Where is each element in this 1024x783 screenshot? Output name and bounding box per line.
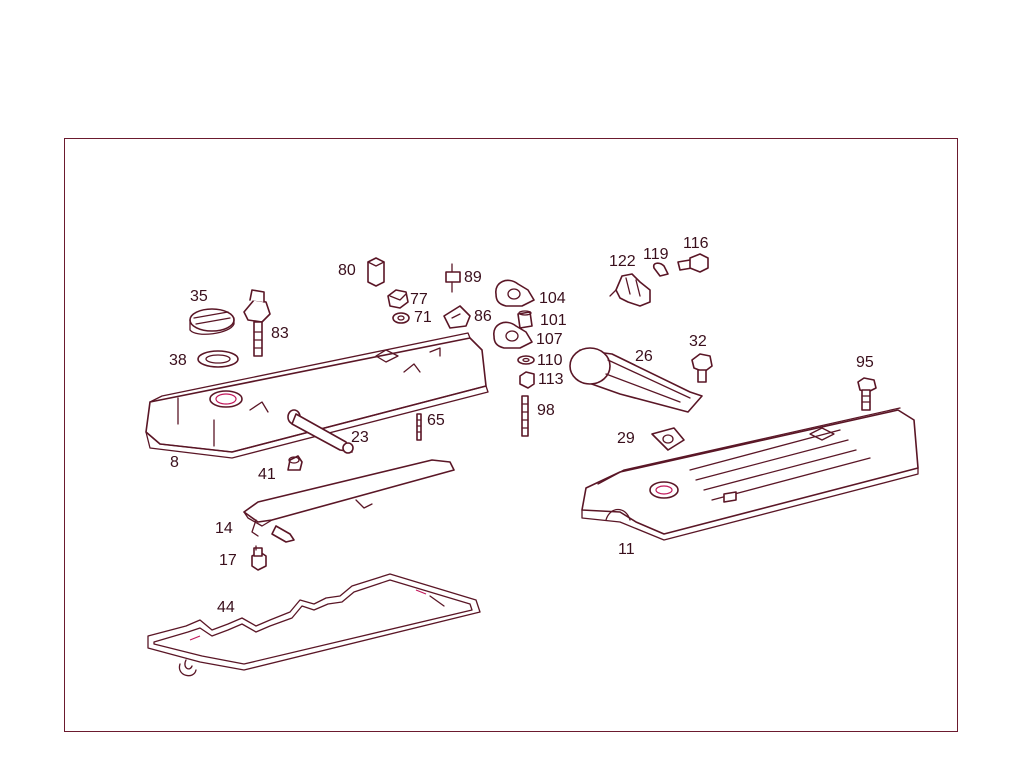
label-8: 8 — [170, 454, 179, 471]
part-116-bolt — [677, 253, 709, 273]
part-17-bolt — [251, 545, 267, 571]
label-32: 32 — [689, 333, 707, 350]
label-113: 113 — [538, 371, 564, 388]
part-8-left-valve-cover — [145, 332, 489, 459]
label-119: 119 — [643, 246, 669, 263]
label-101: 101 — [540, 312, 567, 329]
part-80-spacer — [367, 257, 385, 287]
part-35-oil-filler-cap — [189, 308, 235, 335]
label-29: 29 — [617, 430, 635, 447]
label-107: 107 — [536, 331, 563, 348]
part-labels: 8 11 14 17 23 26 29 32 35 38 41 44 65 71… — [169, 235, 874, 616]
part-119-clip — [652, 262, 669, 277]
label-83: 83 — [271, 325, 289, 342]
label-77: 77 — [410, 291, 428, 308]
label-26: 26 — [635, 348, 653, 365]
part-23-breather-tube — [287, 409, 354, 454]
diagram-frame — [64, 138, 958, 732]
part-89-valve — [445, 263, 461, 293]
label-71: 71 — [414, 309, 432, 326]
part-29-gasket — [651, 427, 685, 451]
part-26-intake-pipe — [569, 347, 703, 413]
label-65: 65 — [427, 412, 445, 429]
part-104-clamp — [495, 279, 535, 307]
label-44: 44 — [217, 599, 235, 616]
part-41-plug — [287, 455, 303, 471]
part-98-stud — [521, 395, 529, 437]
part-101-sleeve — [517, 310, 533, 329]
label-80: 80 — [338, 262, 356, 279]
label-23: 23 — [351, 429, 369, 446]
label-95: 95 — [856, 354, 874, 371]
label-35: 35 — [190, 288, 208, 305]
part-38-seal-ring — [197, 350, 239, 368]
part-32-bolt — [691, 353, 713, 383]
part-77-nut — [387, 289, 409, 309]
label-11: 11 — [618, 541, 635, 558]
label-14: 14 — [215, 520, 233, 537]
part-14-cover-strip — [243, 459, 455, 543]
label-17: 17 — [219, 552, 237, 569]
part-113-nut — [519, 371, 535, 389]
part-71-washer — [392, 312, 410, 324]
part-83-breather-fitting — [243, 289, 271, 357]
part-122-clip — [609, 273, 651, 307]
part-110-washer — [517, 355, 535, 365]
label-89: 89 — [464, 269, 482, 286]
label-110: 110 — [537, 352, 563, 369]
part-107-clamp — [493, 321, 533, 349]
label-38: 38 — [169, 352, 187, 369]
label-86: 86 — [474, 308, 492, 325]
part-44-gasket — [147, 573, 481, 677]
label-104: 104 — [539, 290, 566, 307]
label-41: 41 — [258, 466, 276, 483]
label-116: 116 — [683, 235, 709, 252]
part-86-bracket — [443, 305, 471, 329]
part-65-stud — [416, 413, 422, 441]
label-98: 98 — [537, 402, 555, 419]
part-11-right-valve-cover — [581, 407, 919, 541]
part-95-bolt — [857, 377, 877, 411]
label-122: 122 — [609, 253, 636, 270]
